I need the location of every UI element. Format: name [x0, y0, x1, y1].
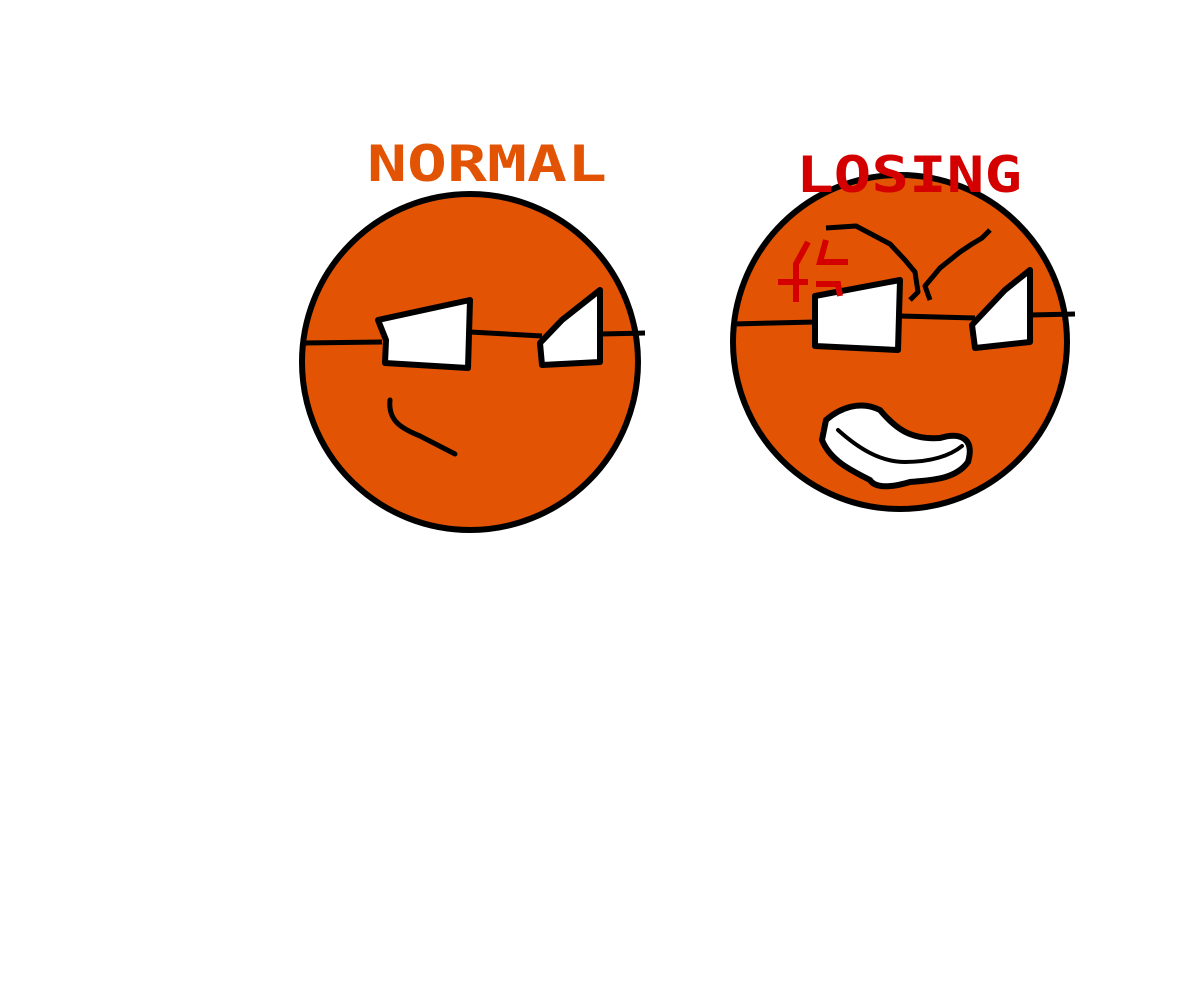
losing-teeth-line — [836, 428, 964, 465]
normal-label: NORMAL — [367, 135, 607, 193]
normal-character — [299, 191, 646, 533]
normal-mouth — [387, 397, 458, 457]
losing-label: LOSING — [796, 146, 1022, 204]
losing-character — [730, 172, 1076, 512]
normal-glasses-strap — [302, 329, 646, 346]
losing-left-eye-icon — [812, 277, 903, 353]
losing-right-eye-icon — [969, 267, 1033, 351]
losing-glasses-strap — [731, 311, 1076, 327]
losing-mouth — [819, 402, 973, 490]
anger-mark-icon — [778, 239, 848, 302]
normal-right-eye-icon — [537, 287, 603, 368]
losing-right-eyebrow — [922, 228, 992, 301]
losing-left-eyebrow — [825, 223, 921, 302]
normal-left-eye-icon — [375, 297, 473, 371]
